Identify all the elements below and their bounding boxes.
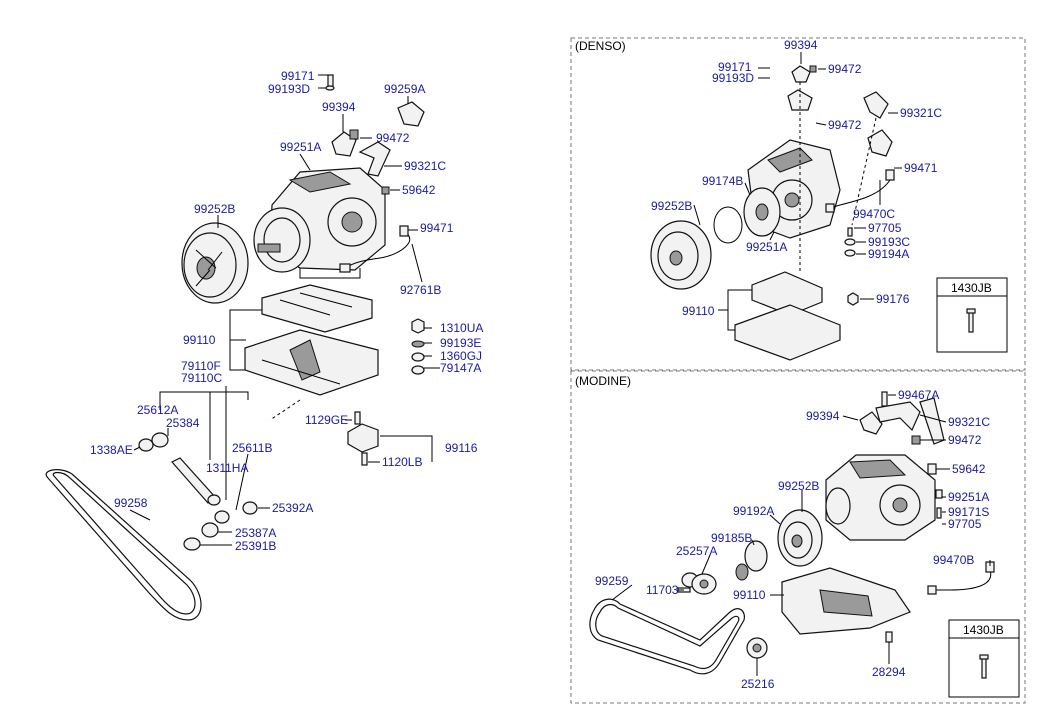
label-modine-59642: 59642 (952, 462, 986, 476)
label-25612a: 25612A (137, 403, 178, 417)
denso-ref-box: 1430JB (936, 277, 1008, 353)
labels-denso: 99394 99171 99472 99193D 99321C 99472 99… (651, 38, 942, 318)
label-99171: 99171 (281, 69, 315, 83)
label-denso-99470c: 99470C (853, 207, 895, 221)
label-denso-99194a: 99194A (868, 247, 909, 261)
label-99394: 99394 (322, 100, 356, 114)
label-25384: 25384 (166, 416, 200, 430)
modine-assembly (589, 391, 995, 675)
label-99471: 99471 (420, 221, 454, 235)
denso-assembly (650, 65, 895, 361)
label-59642: 59642 (402, 183, 436, 197)
label-modine-11703: 11703 (646, 583, 679, 597)
label-modine-97705: 97705 (948, 517, 982, 531)
label-99252b: 99252B (194, 202, 235, 216)
label-25611b: 25611B (232, 441, 272, 455)
label-modine-99252b: 99252B (778, 479, 819, 493)
labels-modine: 99467A 99394 99321C 99472 59642 99252B 9… (595, 388, 990, 691)
label-denso-99252b: 99252B (651, 199, 692, 213)
label-modine-99171s: 99171S (948, 505, 989, 519)
denso-title: (DENSO) (575, 39, 626, 53)
labels-main: 99171 99193D 99259A 99394 99472 99251A 9… (90, 69, 483, 553)
tensioner-main (138, 432, 258, 551)
label-1311ha: 1311HA (206, 461, 248, 475)
label-99259a: 99259A (384, 82, 425, 96)
label-1310ua: 1310UA (440, 321, 483, 335)
label-99193d: 99193D (268, 82, 310, 96)
label-denso-99472b: 99472 (828, 118, 862, 132)
label-99472: 99472 (376, 131, 410, 145)
label-1360gj: 1360GJ (440, 349, 482, 363)
modine-title: (MODINE) (575, 374, 631, 388)
label-denso-99472a: 99472 (828, 62, 862, 76)
label-modine-99321c: 99321C (948, 415, 990, 429)
label-modine-99251a: 99251A (948, 490, 989, 504)
label-modine-25216: 25216 (741, 677, 775, 691)
belt-main (45, 469, 202, 621)
label-modine-99110: 99110 (733, 588, 766, 602)
label-99193e: 99193E (440, 336, 481, 350)
hardware-stack (411, 318, 425, 375)
label-modine-99470b: 99470B (933, 553, 974, 567)
label-denso-99394: 99394 (784, 38, 818, 52)
label-1129ge: 1129GE (305, 413, 348, 427)
label-modine-99467a: 99467A (898, 388, 939, 402)
leader-lines-main (129, 74, 440, 546)
label-99258: 99258 (114, 496, 148, 510)
modine-ref-label: 1430JB (963, 623, 1004, 637)
label-denso-99321c: 99321C (900, 106, 942, 120)
label-denso-99171: 99171 (718, 60, 752, 74)
label-denso-97705: 97705 (868, 221, 902, 235)
label-25392a: 25392A (272, 501, 313, 515)
label-99110: 99110 (183, 333, 216, 347)
label-79110c: 79110C (181, 371, 222, 385)
label-79147a: 79147A (440, 361, 481, 375)
label-99321c: 99321C (404, 159, 446, 173)
label-modine-99259: 99259 (595, 574, 629, 588)
pulley-main (181, 222, 249, 304)
label-99251a: 99251A (280, 140, 321, 154)
bracket-main (244, 284, 379, 396)
label-denso-99193c: 99193C (868, 235, 910, 249)
label-modine-25257a: 25257A (676, 544, 717, 558)
label-modine-99185b: 99185B (711, 531, 752, 545)
label-modine-28294: 28294 (872, 665, 906, 679)
leader-lines-modine (611, 394, 991, 676)
label-25391b: 25391B (235, 539, 276, 553)
label-denso-99193d: 99193D (712, 71, 754, 85)
label-25387a: 25387A (235, 526, 276, 540)
label-99116: 99116 (445, 441, 478, 455)
main-assembly (45, 74, 425, 621)
compressor-main (253, 167, 386, 279)
label-denso-99176: 99176 (876, 292, 910, 306)
leader-lines-denso (693, 52, 902, 331)
label-denso-99251a: 99251A (746, 240, 787, 254)
label-79110f: 79110F (181, 359, 221, 373)
label-denso-99471: 99471 (904, 161, 938, 175)
label-denso-99110: 99110 (682, 304, 715, 318)
sensor-wire-main (344, 231, 411, 269)
label-modine-99192a: 99192A (733, 504, 774, 518)
label-modine-99472: 99472 (948, 433, 982, 447)
denso-ref-label: 1430JB (951, 281, 992, 295)
label-1120lb: 1120LB (382, 455, 422, 469)
label-1338ae: 1338AE (90, 443, 133, 457)
label-modine-99394: 99394 (806, 409, 840, 423)
modine-box (570, 370, 1026, 704)
label-denso-99174b: 99174B (702, 174, 743, 188)
denso-box (570, 37, 1026, 371)
modine-ref-box: 1430JB (948, 619, 1020, 698)
label-92761b: 92761B (400, 283, 441, 297)
